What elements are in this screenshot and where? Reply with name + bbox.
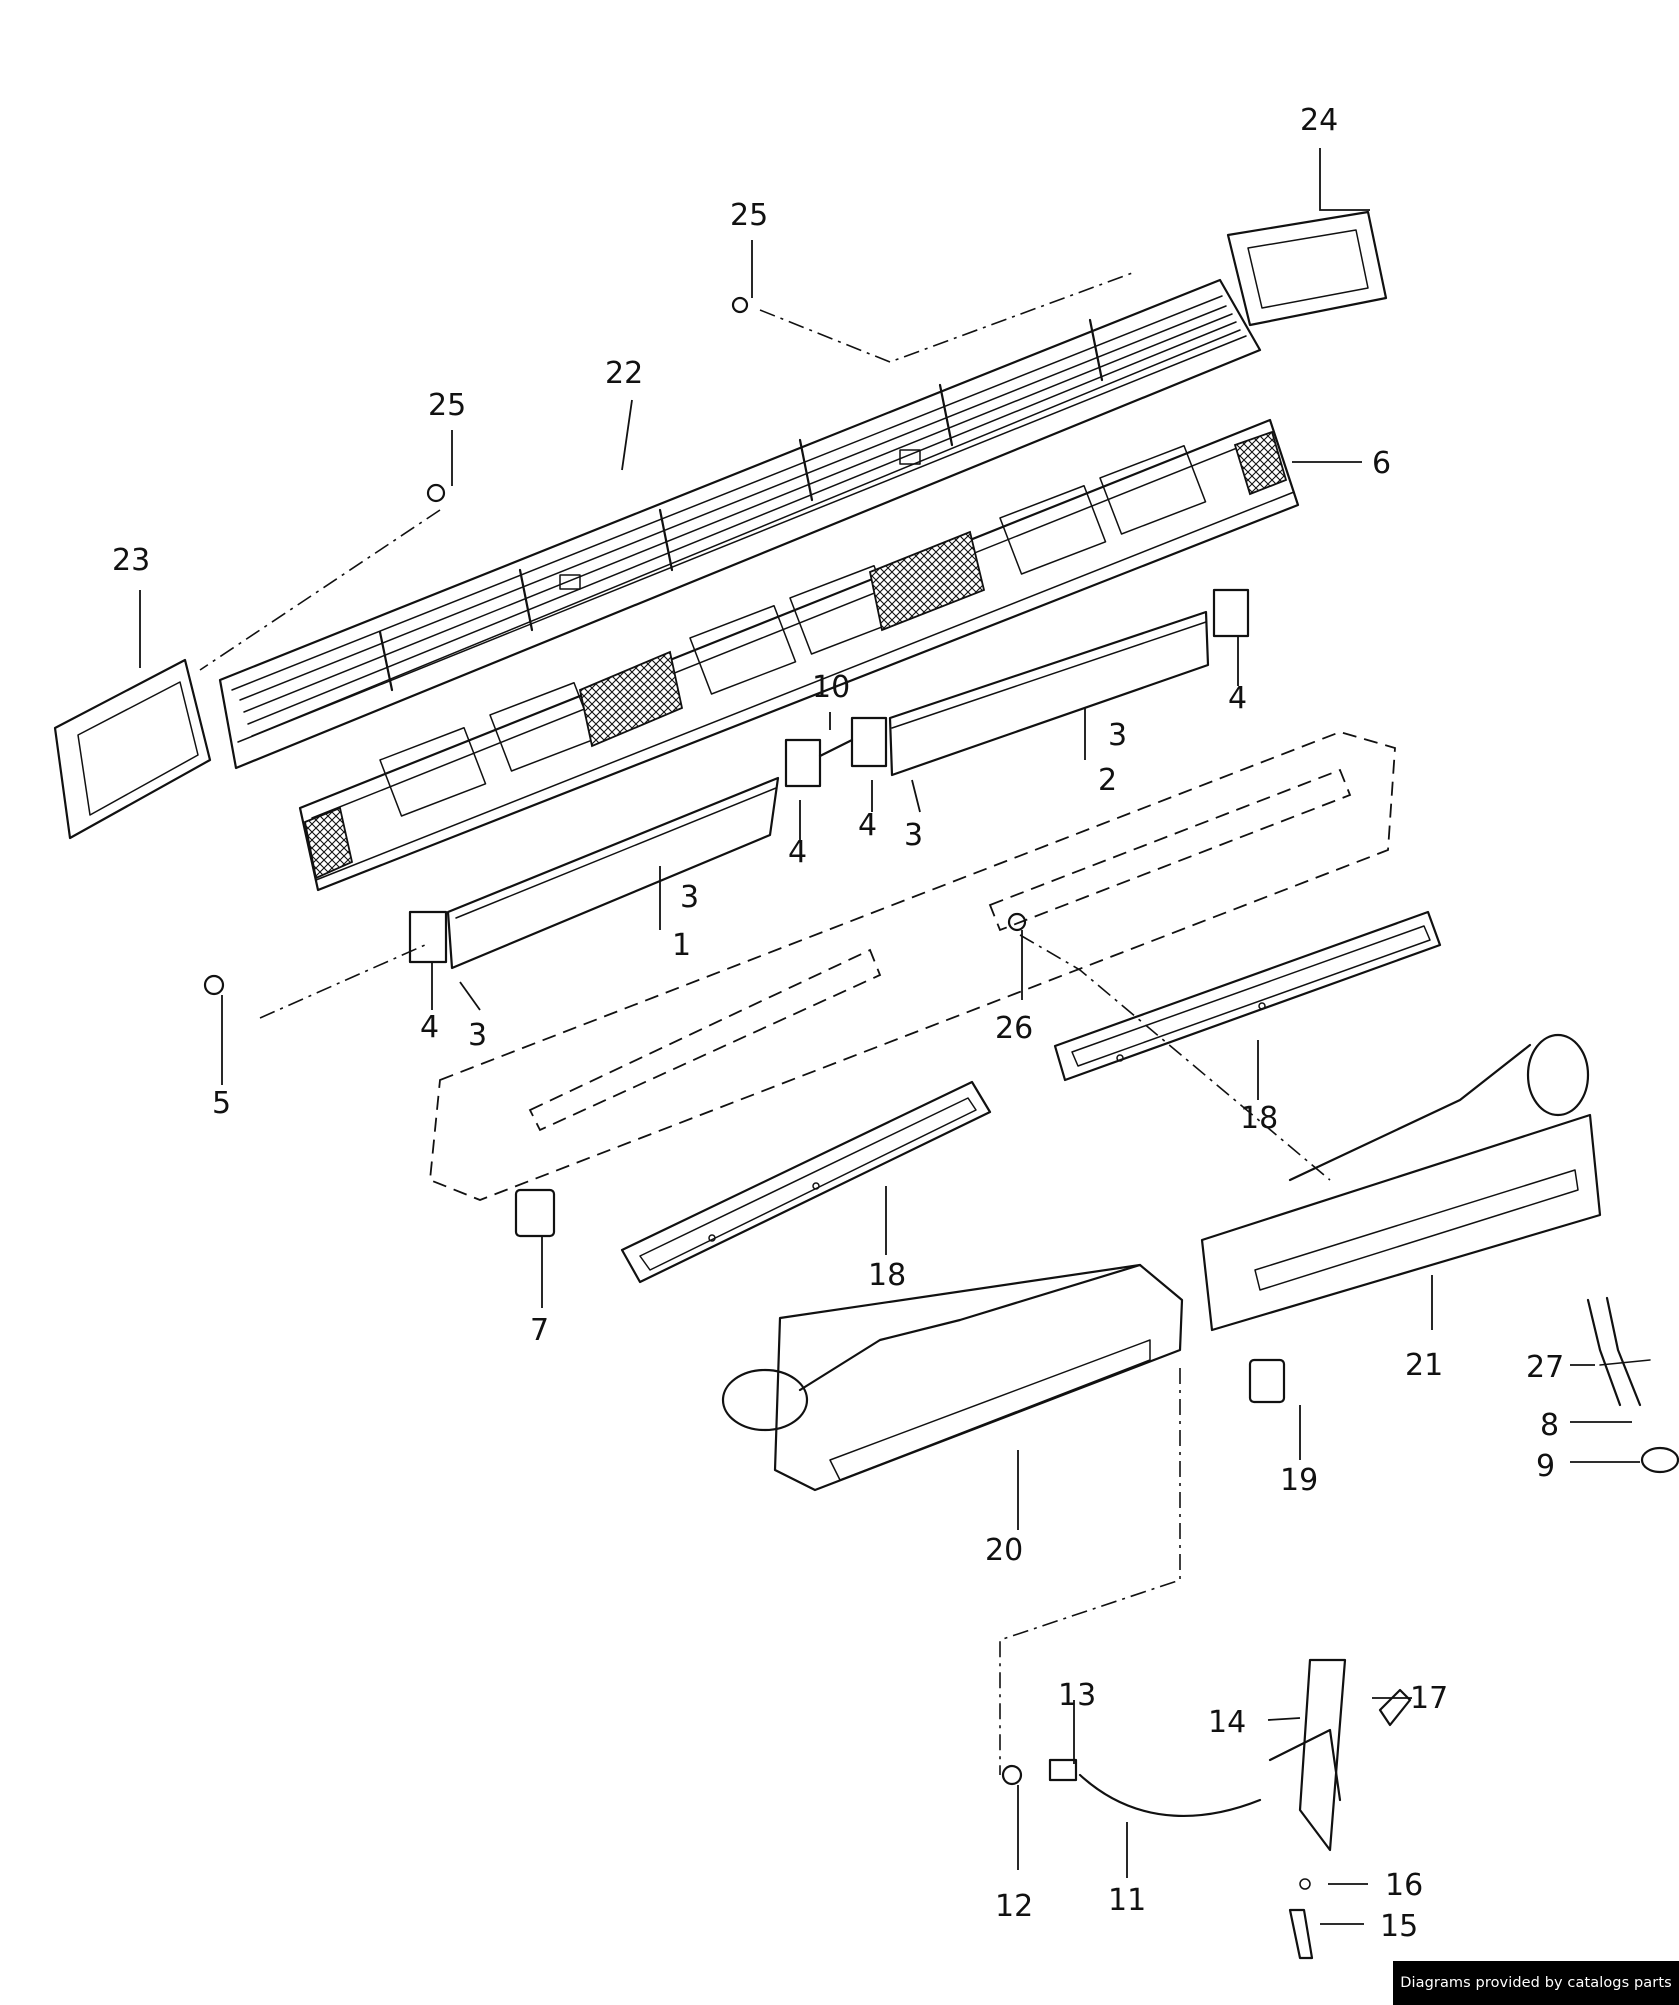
- footer-credit-badge: Diagrams provided by catalogs parts: [1393, 1961, 1679, 2005]
- callout-19: 19: [1280, 1463, 1318, 1498]
- callout-3-left: 3: [468, 1018, 487, 1053]
- clip-nut: [514, 1188, 1286, 1404]
- flap-left: [408, 738, 822, 970]
- callout-4-mid-right: 4: [858, 808, 877, 843]
- callout-4-left: 4: [420, 1010, 439, 1045]
- callout-27: 27: [1526, 1350, 1564, 1385]
- callout-5: 5: [212, 1086, 231, 1121]
- callout-13: 13: [1058, 1678, 1096, 1713]
- flap-right: [850, 588, 1250, 777]
- callout-25-top: 25: [730, 198, 768, 233]
- callout-leaders: [139, 148, 1640, 1925]
- callout-14: 14: [1208, 1705, 1246, 1740]
- callout-16: 16: [1385, 1868, 1423, 1903]
- callout-4-right: 4: [1228, 681, 1247, 716]
- callout-26: 26: [995, 1011, 1033, 1046]
- callout-24: 24: [1300, 103, 1338, 138]
- callout-23: 23: [112, 543, 150, 578]
- callout-22: 22: [605, 356, 643, 391]
- callout-17: 17: [1410, 1681, 1448, 1716]
- callout-3-upper-right: 3: [1108, 718, 1127, 753]
- callout-18-right: 18: [1240, 1101, 1278, 1136]
- callout-1: 1: [672, 928, 691, 963]
- duct-right: [1200, 1033, 1602, 1332]
- callout-11: 11: [1108, 1883, 1146, 1918]
- callout-6: 6: [1372, 446, 1391, 481]
- callout-4-mid-left: 4: [788, 835, 807, 870]
- callout-15: 15: [1380, 1909, 1418, 1944]
- housing-hidden-outline: [429, 731, 1396, 1201]
- callout-10: 10: [812, 670, 850, 705]
- callout-12: 12: [995, 1889, 1033, 1924]
- callout-25-left: 25: [428, 388, 466, 423]
- vent-panel: [298, 418, 1300, 892]
- gasket-right: [1053, 910, 1442, 1082]
- callout-21: 21: [1405, 1348, 1443, 1383]
- callout-20: 20: [985, 1533, 1023, 1568]
- footer-credit-text: Diagrams provided by catalogs parts: [1400, 1975, 1672, 1991]
- callout-labels: 24 25 22 25 6 23 4 10 3 2 4 3 4 3 1 4 3 …: [112, 103, 1564, 1944]
- callout-9: 9: [1536, 1449, 1555, 1484]
- flap-link-rod: [818, 738, 854, 758]
- callout-7: 7: [530, 1313, 549, 1348]
- cable-mechanism: [1001, 1658, 1412, 1960]
- grille-upper: [218, 278, 1262, 770]
- gasket-left: [620, 1080, 992, 1284]
- callout-3-mid-right: 3: [904, 818, 923, 853]
- duct-left: [721, 1263, 1184, 1492]
- assembly-centerlines: [199, 271, 1331, 1775]
- end-frame-right: [1226, 210, 1388, 327]
- callout-2: 2: [1098, 763, 1117, 798]
- screws: [203, 296, 1027, 996]
- end-frame-left: [53, 658, 212, 840]
- callout-8: 8: [1540, 1408, 1559, 1443]
- hose-assembly: [1586, 1296, 1679, 1474]
- callout-3-lower-left: 3: [680, 880, 699, 915]
- callout-18-left: 18: [868, 1258, 906, 1293]
